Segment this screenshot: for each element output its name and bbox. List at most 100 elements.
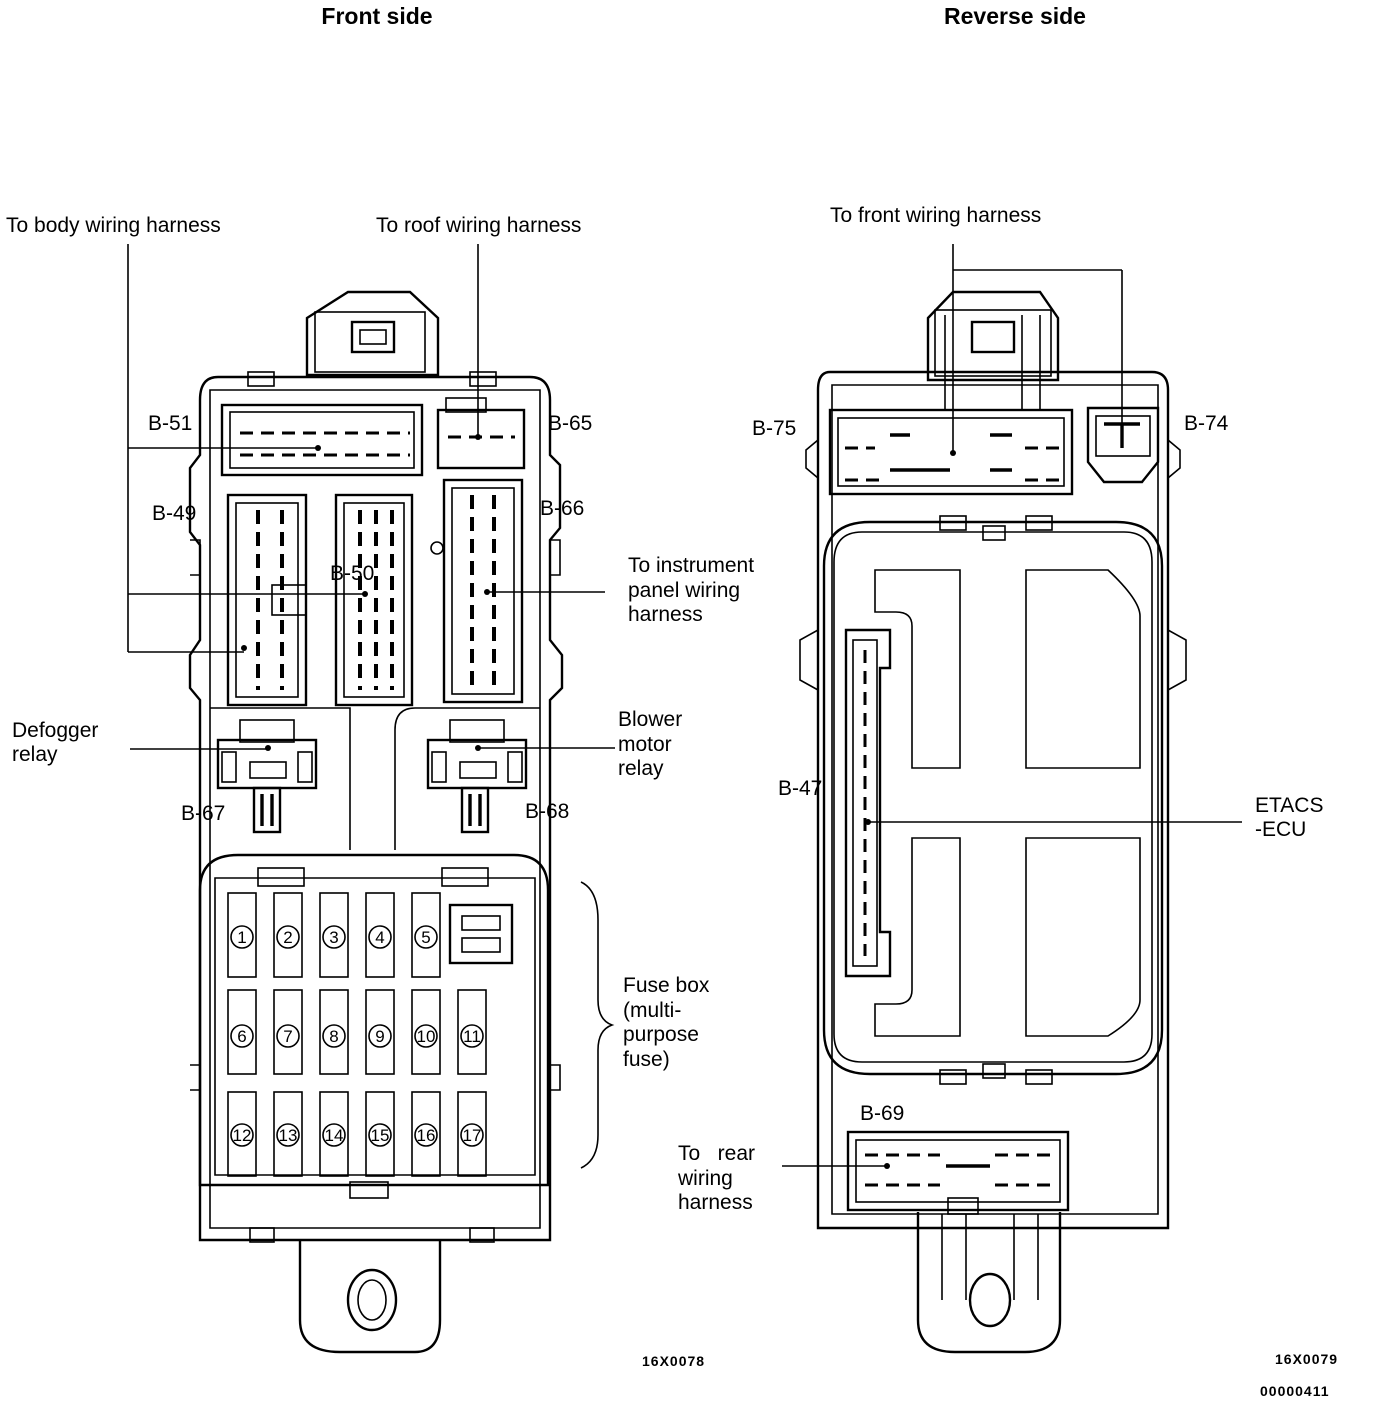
label-fuse-box-line1: Fuse box — [623, 974, 710, 997]
label-fuse-box-line3: purpose — [623, 1023, 699, 1046]
fuse-number-circle — [368, 1123, 392, 1147]
fuse-number-8: 8 — [329, 1027, 338, 1046]
connector-label-b66: B-66 — [540, 497, 584, 520]
fuse-number-7: 7 — [283, 1027, 292, 1046]
fuse-slot — [411, 892, 441, 978]
fuse-number-circle — [230, 925, 254, 949]
fuse-slot — [227, 1091, 257, 1177]
label-rear-wiring-harness-line3: harness — [678, 1191, 753, 1214]
front-leader-lines — [127, 244, 615, 1169]
connector-label-b49: B-49 — [152, 502, 196, 525]
fuse-number-circle — [322, 1123, 346, 1147]
fuse-number-circle — [414, 925, 438, 949]
label-blower-motor-relay-line3: relay — [618, 757, 664, 780]
fuse-number-5: 5 — [421, 928, 430, 947]
fuse-number-circle — [276, 1123, 300, 1147]
figure-code-front: 16X0078 — [642, 1353, 705, 1369]
label-rear-wiring-harness-line1: To rear — [678, 1142, 755, 1165]
label-etacs-ecu-line1: ETACS — [1255, 794, 1323, 817]
fuse-slot — [457, 989, 487, 1075]
label-rear-wiring-harness-line2: wiring — [677, 1167, 733, 1190]
connector-label-b69: B-69 — [860, 1102, 904, 1125]
fuse-number-circle — [414, 1123, 438, 1147]
connector-label-b67: B-67 — [181, 802, 225, 825]
fuse-number-circle — [368, 925, 392, 949]
fuse-slot — [319, 989, 349, 1075]
fuse-number-circle — [276, 925, 300, 949]
fuse-number-11: 11 — [463, 1027, 481, 1046]
fuse-number-17: 17 — [463, 1126, 482, 1145]
connector-b49 — [226, 493, 308, 707]
fuse-number-circle — [322, 1024, 346, 1048]
fuse-number-circle — [230, 1024, 254, 1048]
reverse-leader-lines — [782, 244, 1242, 1167]
label-blower-motor-relay-line1: Blower — [618, 708, 682, 731]
label-body-wiring-harness: To body wiring harness — [6, 214, 221, 237]
connector-b69 — [846, 1130, 1070, 1215]
fuse-number-1: 1 — [237, 928, 246, 947]
label-fuse-box-line2: (multi- — [623, 999, 681, 1022]
connector-b50 — [334, 493, 414, 707]
label-front-wiring-harness: To front wiring harness — [830, 204, 1041, 227]
connector-label-b74: B-74 — [1184, 412, 1229, 435]
fuse-slot — [227, 989, 257, 1075]
reverse-side-title: Reverse side — [944, 3, 1086, 29]
fuse-number-circle — [322, 925, 346, 949]
fuse-number-4: 4 — [375, 928, 384, 947]
fuse-number-circle — [414, 1024, 438, 1048]
fuse-slot — [273, 1091, 303, 1177]
fuse-number-circle — [460, 1123, 484, 1147]
connector-b47 — [844, 628, 892, 978]
fuse-number-circle — [276, 1024, 300, 1048]
fuse-slot — [365, 989, 395, 1075]
connector-b51 — [220, 403, 424, 477]
connector-label-b50: B-50 — [330, 562, 374, 585]
fuse-slot — [273, 989, 303, 1075]
fuse-slot — [411, 1091, 441, 1177]
fuse-number-13: 13 — [279, 1126, 298, 1145]
fuse-number-2: 2 — [283, 928, 292, 947]
label-defogger-relay-line1: Defogger — [12, 719, 98, 742]
fuse-number-9: 9 — [375, 1027, 384, 1046]
fuse-number-circle — [460, 1024, 484, 1048]
label-roof-wiring-harness: To roof wiring harness — [376, 214, 581, 237]
label-blower-motor-relay-line2: motor — [618, 733, 672, 756]
figure-code-reverse: 16X0079 — [1275, 1351, 1338, 1367]
fuse-slot — [319, 1091, 349, 1177]
fuse-slot — [365, 892, 395, 978]
front-side-title: Front side — [321, 3, 432, 29]
etacs-ecu-housing — [822, 515, 1164, 1085]
fuse-number-6: 6 — [237, 1027, 246, 1046]
fuse-number-3: 3 — [329, 928, 338, 947]
fuse-number-10: 10 — [417, 1027, 436, 1046]
fuse-slot — [273, 892, 303, 978]
fuse-box — [198, 853, 550, 1199]
label-instrument-panel-line3: harness — [628, 603, 703, 626]
connector-b68-blower-relay — [426, 719, 528, 834]
fuse-slot — [411, 989, 441, 1075]
connector-b74 — [1086, 406, 1160, 484]
label-instrument-panel-line2: panel wiring — [628, 579, 740, 602]
fuse-number-12: 12 — [233, 1126, 252, 1145]
fuse-slot — [227, 892, 257, 978]
fuse-slot — [319, 892, 349, 978]
fuse-slot — [457, 1091, 487, 1177]
connector-label-b65: B-65 — [548, 412, 592, 435]
connector-label-b51: B-51 — [148, 412, 192, 435]
connector-b75 — [828, 408, 1074, 496]
fuse-number-14: 14 — [325, 1126, 344, 1145]
connector-label-b47: B-47 — [778, 777, 822, 800]
connector-label-b68: B-68 — [525, 800, 569, 823]
fuse-slot — [365, 1091, 395, 1177]
label-instrument-panel-line1: To instrument — [628, 554, 754, 577]
fuse-number-circle — [368, 1024, 392, 1048]
fuse-number-circle — [230, 1123, 254, 1147]
connector-b65 — [436, 397, 526, 470]
fuse-number-16: 16 — [417, 1126, 436, 1145]
label-etacs-ecu-line2: -ECU — [1255, 818, 1306, 841]
connector-label-b75: B-75 — [752, 417, 796, 440]
fuse-number-15: 15 — [371, 1126, 390, 1145]
